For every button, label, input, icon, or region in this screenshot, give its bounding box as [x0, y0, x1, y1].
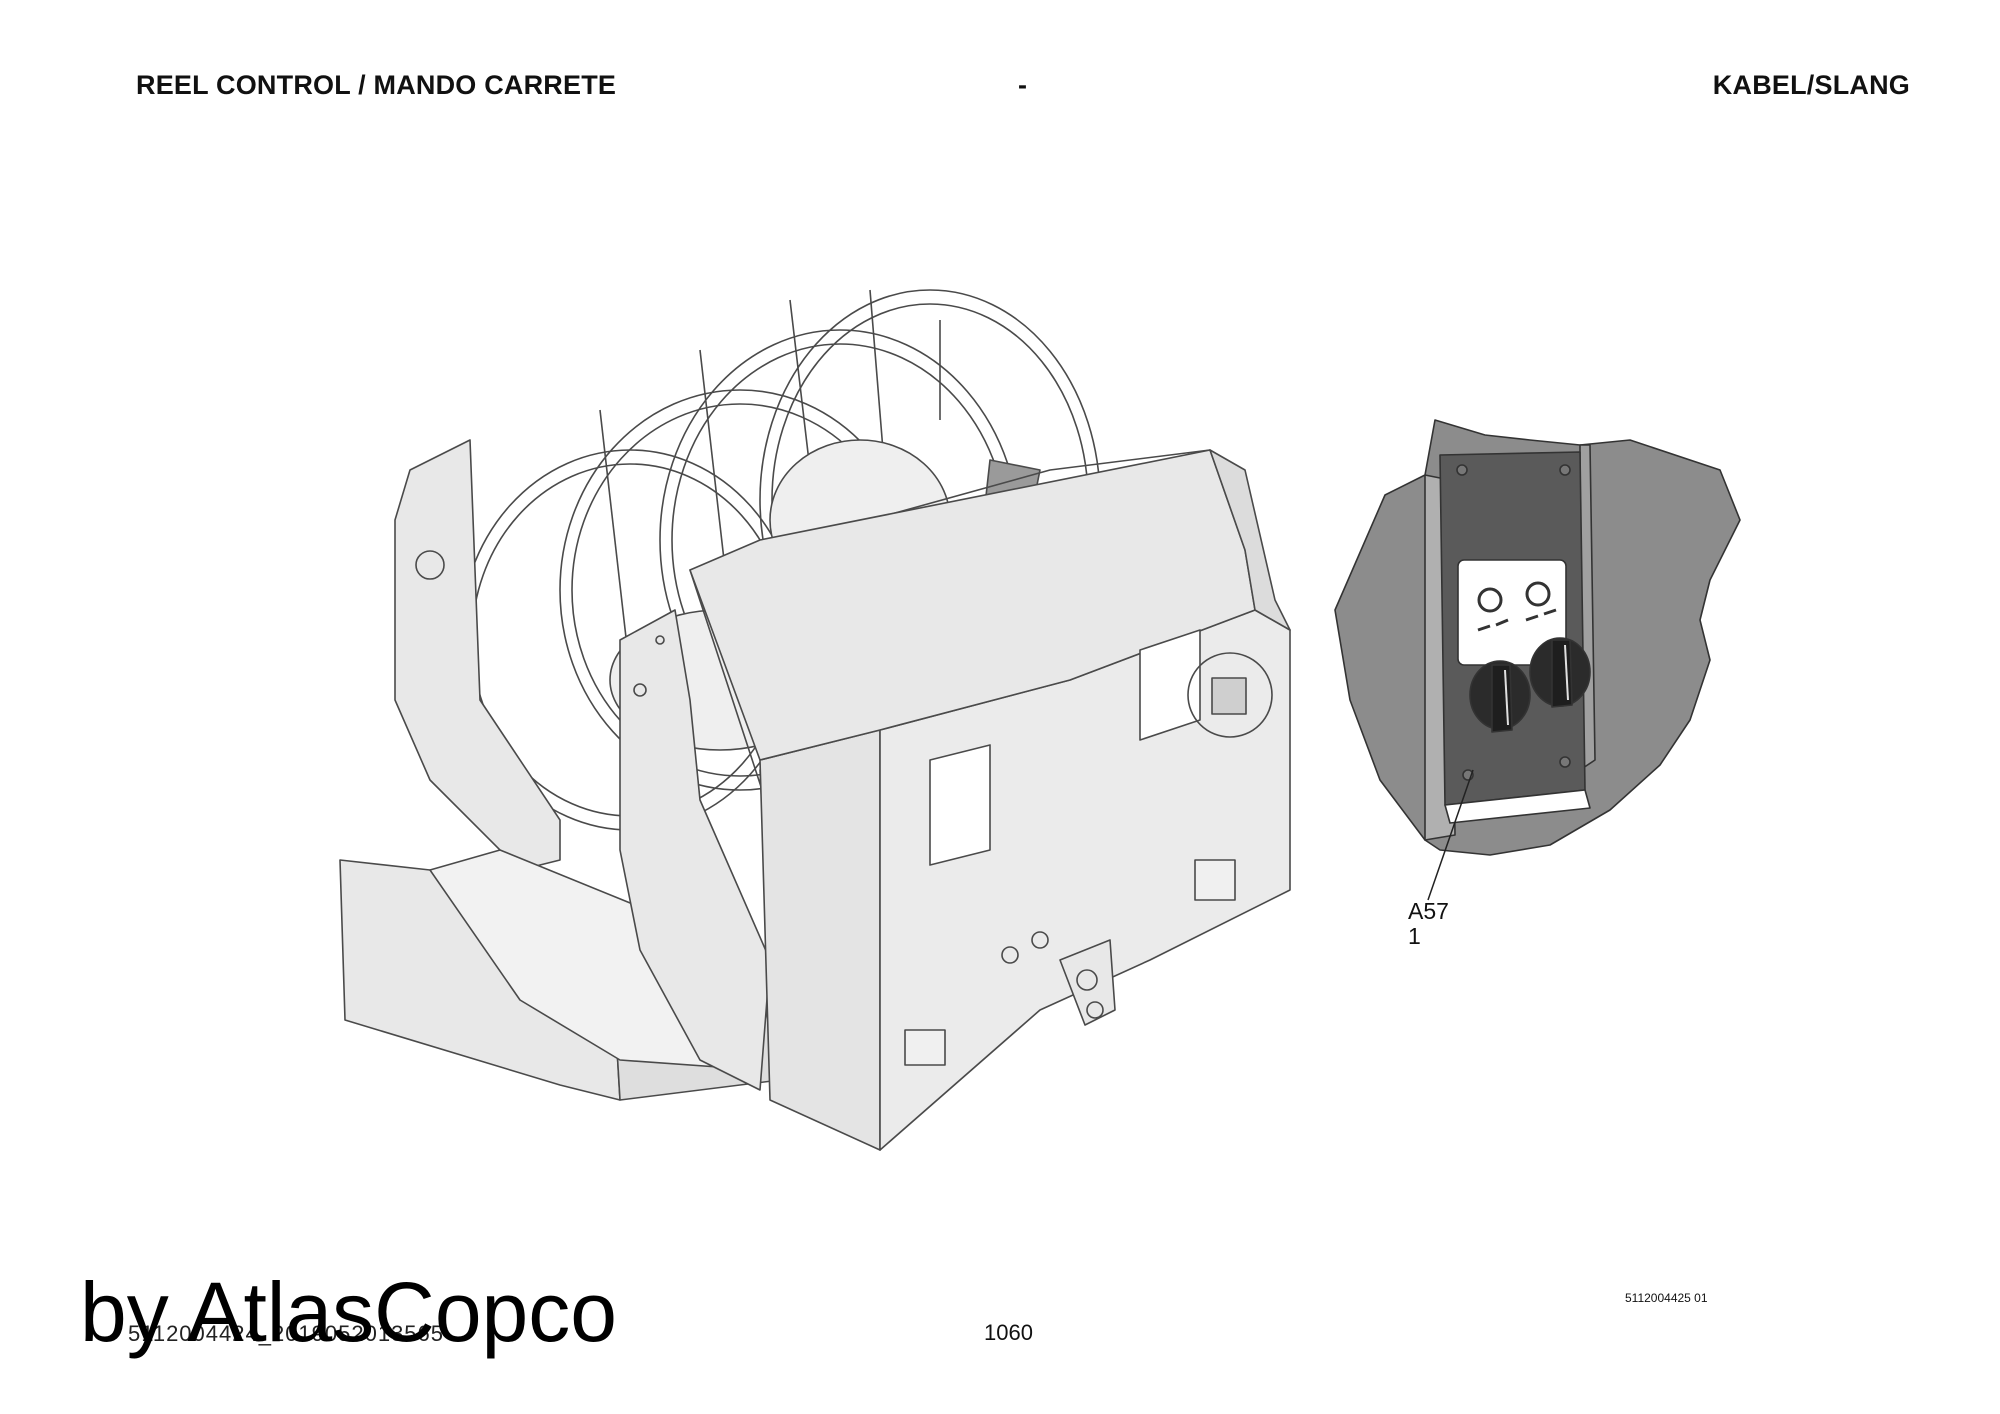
front-face [759, 729, 881, 1151]
reel-assembly-drawing [339, 289, 1291, 1151]
header-title-left: REEL CONTROL / MANDO CARRETE [136, 70, 617, 100]
callout-reference: A57 [1408, 898, 1449, 924]
header-center: - [1018, 70, 1028, 100]
control-box-location-marker [1187, 652, 1273, 738]
callout-leader-line [1427, 769, 1474, 901]
reel-direction-knob-right [1529, 637, 1591, 708]
center-upright [619, 609, 771, 1091]
drawing-number: 5112004425 01 [1625, 1291, 1708, 1305]
watermark: by AtlasCopco [80, 1265, 617, 1359]
callout-quantity: 1 [1408, 923, 1421, 949]
header-title-right: KABEL/SLANG [1712, 70, 1910, 100]
reel-direction-knob-left [1469, 660, 1531, 733]
left-side-plate [394, 439, 561, 871]
page-number: 1060 [984, 1320, 1033, 1345]
document-code: 5112004424_2019052013565 [128, 1321, 445, 1346]
control-box-detail [1334, 419, 1741, 901]
